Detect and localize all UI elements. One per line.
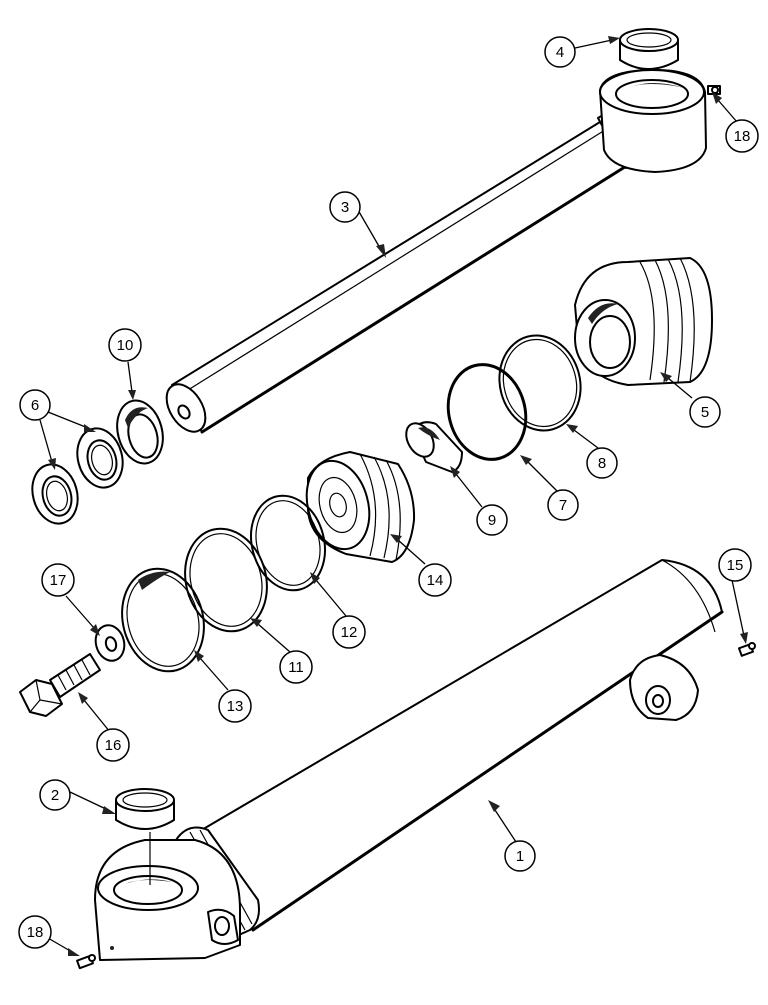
wear-ring: [250, 494, 326, 592]
grease-fitting-15: [737, 642, 756, 657]
bushing-top: [619, 28, 679, 70]
callout-label: 11: [288, 659, 304, 676]
callout-label: 4: [556, 44, 564, 61]
bushing-bottom: [115, 788, 175, 885]
callout-label: 7: [559, 497, 567, 514]
bolt: [19, 653, 101, 717]
callout-2: 2: [39, 779, 71, 811]
seal-6b: [31, 463, 79, 525]
callout-3: 3: [329, 191, 361, 223]
callout-18-bottom: 18: [18, 915, 52, 949]
grease-fitting-bottom: [76, 954, 96, 970]
callout-5: 5: [689, 396, 721, 428]
callout-label: 6: [31, 397, 39, 414]
split-ring: [121, 567, 205, 673]
backup-ring: [498, 334, 582, 432]
callout-label: 17: [50, 572, 67, 589]
callout-label: 18: [734, 128, 751, 145]
seal-ring: [184, 527, 268, 633]
callout-6: 6: [19, 389, 51, 421]
callout-16: 16: [96, 728, 130, 762]
callout-label: 8: [598, 455, 606, 472]
gland: [574, 257, 713, 386]
callout-label: 14: [427, 572, 444, 589]
grease-fitting-top: [707, 85, 721, 95]
seal-6a: [76, 427, 124, 489]
callout-label: 10: [117, 337, 134, 354]
callout-label: 12: [341, 624, 358, 641]
callout-14: 14: [418, 563, 452, 597]
callout-label: 13: [227, 698, 244, 715]
callout-label: 3: [341, 199, 349, 216]
callout-label: 9: [488, 512, 496, 529]
callout-8: 8: [586, 447, 618, 479]
rod-seal: [116, 399, 164, 465]
callout-1: 1: [504, 840, 536, 872]
piston-rod: [165, 69, 707, 434]
callout-label: 18: [27, 924, 44, 941]
cylinder-barrel: [94, 559, 724, 961]
callout-label: 2: [51, 787, 59, 804]
washer: [94, 624, 126, 662]
callout-label: 16: [105, 737, 122, 754]
piston: [305, 451, 416, 563]
callout-10: 10: [108, 328, 142, 362]
callout-11: 11: [279, 650, 313, 684]
callout-17: 17: [41, 563, 75, 597]
callout-12: 12: [332, 615, 366, 649]
callout-7: 7: [547, 489, 579, 521]
callout-label: 1: [516, 848, 524, 865]
callout-13: 13: [218, 689, 252, 723]
callout-label: 5: [701, 404, 709, 421]
callout-15: 15: [718, 548, 752, 582]
spacer: [405, 421, 463, 473]
callout-18-top: 18: [725, 119, 759, 153]
leader-lines: [39, 36, 748, 956]
callout-label: 15: [727, 557, 744, 574]
callout-9: 9: [476, 504, 508, 536]
callout-4: 4: [544, 36, 576, 68]
o-ring: [446, 363, 528, 461]
